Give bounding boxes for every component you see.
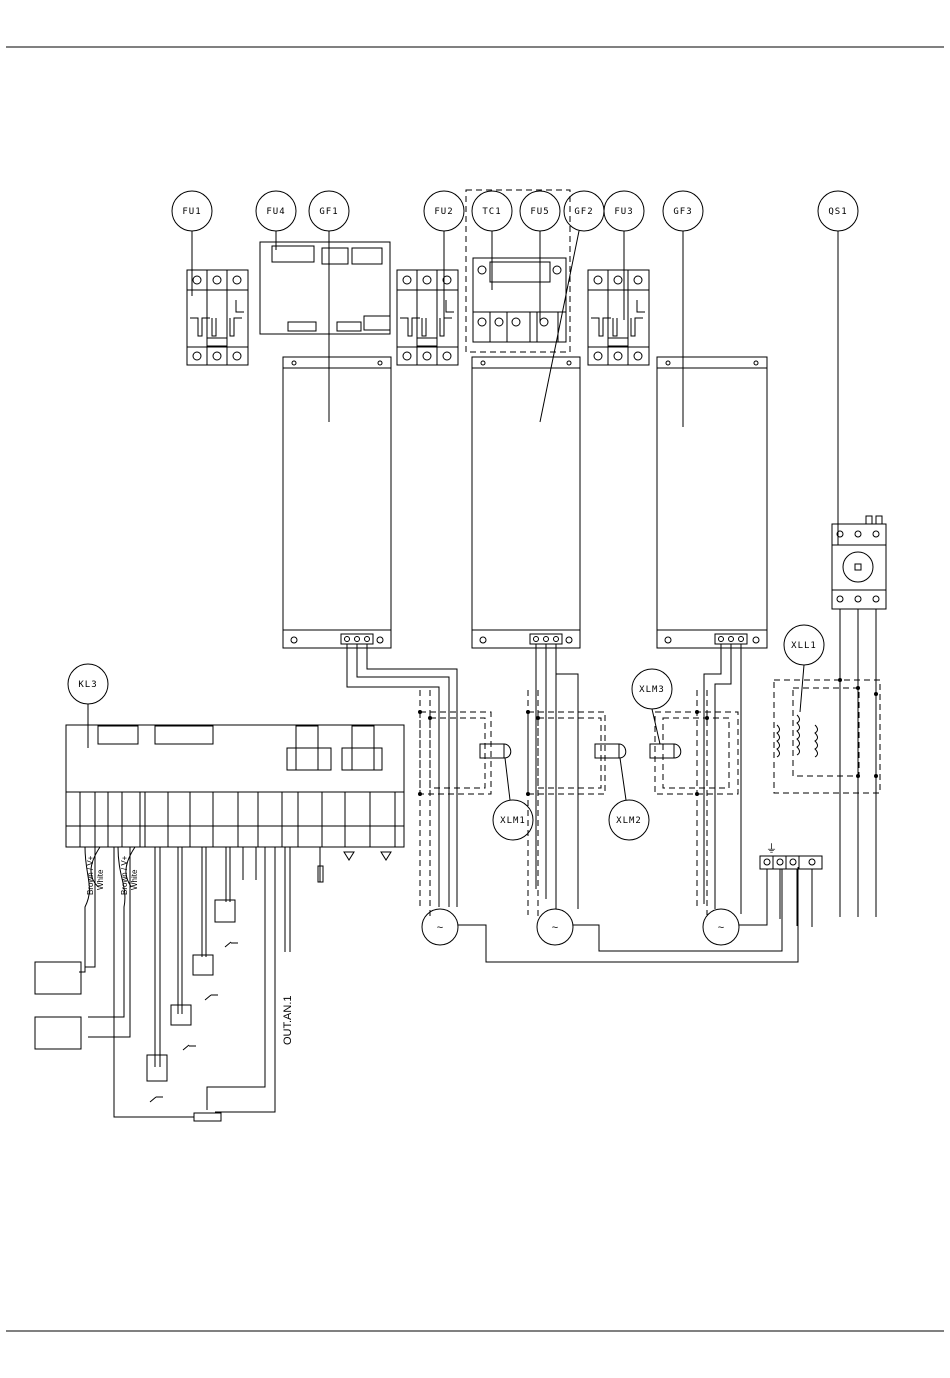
sensor-box-2 (35, 1017, 81, 1049)
tag-xlm3: XLM3 (632, 669, 672, 744)
tag-tc1-text: TC1 (482, 207, 501, 217)
tag-xlm3-text: XLM3 (639, 685, 665, 695)
cable-shield-2 (528, 690, 605, 918)
ground-wiring (458, 867, 798, 962)
switch-contacts (147, 900, 238, 1102)
sensor-box-1 (35, 962, 81, 994)
tag-fu4: FU4 (256, 191, 296, 250)
wire-label-out-an: OUT.AN.1 (282, 995, 294, 1045)
tag-fu3-text: FU3 (614, 207, 633, 217)
gf3-motor-cable (704, 644, 741, 914)
kl3-field-wiring (79, 847, 320, 1117)
cable-shield-1 (420, 690, 491, 920)
fuse-holder-fu2 (397, 270, 458, 365)
qs1-output-lines (840, 609, 876, 917)
drive-gf3 (657, 357, 767, 648)
tag-tc1: TC1 (472, 191, 512, 290)
fuse-holder-fu1 (187, 270, 248, 365)
tag-xlm1: XLM1 (493, 758, 533, 840)
tag-gf3: GF3 (663, 191, 703, 427)
drive-gf1 (283, 357, 391, 648)
tag-xlm2-text: XLM2 (616, 816, 642, 826)
fu4-board (260, 242, 390, 334)
tag-gf1: GF1 (309, 191, 349, 422)
motor-1: ~ (422, 909, 458, 945)
tag-fu4-text: FU4 (266, 207, 285, 217)
tag-xll1: XLL1 (784, 625, 824, 712)
tag-gf2-text: GF2 (574, 207, 593, 217)
tag-xlm1-text: XLM1 (500, 816, 526, 826)
tag-kl3-text: KL3 (78, 680, 97, 690)
tag-fu1: FU1 (172, 191, 212, 296)
drive-gf2 (472, 357, 580, 648)
main-switch-qs1 (832, 516, 886, 609)
tag-qs1: QS1 (818, 191, 858, 545)
ferrite-clamp-xlm2 (595, 744, 626, 758)
tag-qs1-text: QS1 (828, 207, 847, 217)
kl3-terminal-dividers (80, 792, 395, 847)
tag-gf2: GF2 (540, 191, 604, 422)
tag-gf1-text: GF1 (319, 207, 338, 217)
potentiometer (194, 1113, 221, 1121)
ground-terminal-block: ⏚ (760, 842, 822, 927)
gf1-motor-cable (347, 644, 457, 907)
ground-symbol: ⏚ (766, 842, 777, 855)
tag-fu3: FU3 (604, 191, 644, 320)
motor-3-symbol: ~ (718, 922, 724, 934)
motor-2-symbol: ~ (552, 922, 558, 934)
junction-dots (418, 678, 878, 796)
fuse-holder-fu3 (588, 270, 649, 365)
cable-shield-3 (655, 690, 738, 915)
wire-label-brown-2: Brown / V+ (120, 855, 129, 895)
motor-3: ~ (703, 909, 739, 945)
tag-fu2-text: FU2 (434, 207, 453, 217)
motor-2: ~ (537, 909, 573, 945)
motor-1-symbol: ~ (437, 922, 443, 934)
wire-label-brown-1: Brown / V+ (86, 855, 95, 895)
line-choke-xll1 (777, 715, 818, 757)
tag-fu1-text: FU1 (182, 207, 201, 217)
controller-kl3 (66, 725, 404, 860)
tag-gf3-text: GF3 (673, 207, 692, 217)
tag-kl3: KL3 (68, 664, 108, 748)
tag-xll1-text: XLL1 (791, 641, 817, 651)
wire-label-white-1: White (96, 869, 105, 890)
tag-fu5-text: FU5 (530, 207, 549, 217)
tag-xlm2: XLM2 (609, 758, 649, 840)
tag-fu5: FU5 (520, 191, 560, 322)
wire-label-white-2: White (130, 869, 139, 890)
gf2-motor-cable (536, 644, 578, 909)
cable-shield-4 (774, 680, 880, 793)
